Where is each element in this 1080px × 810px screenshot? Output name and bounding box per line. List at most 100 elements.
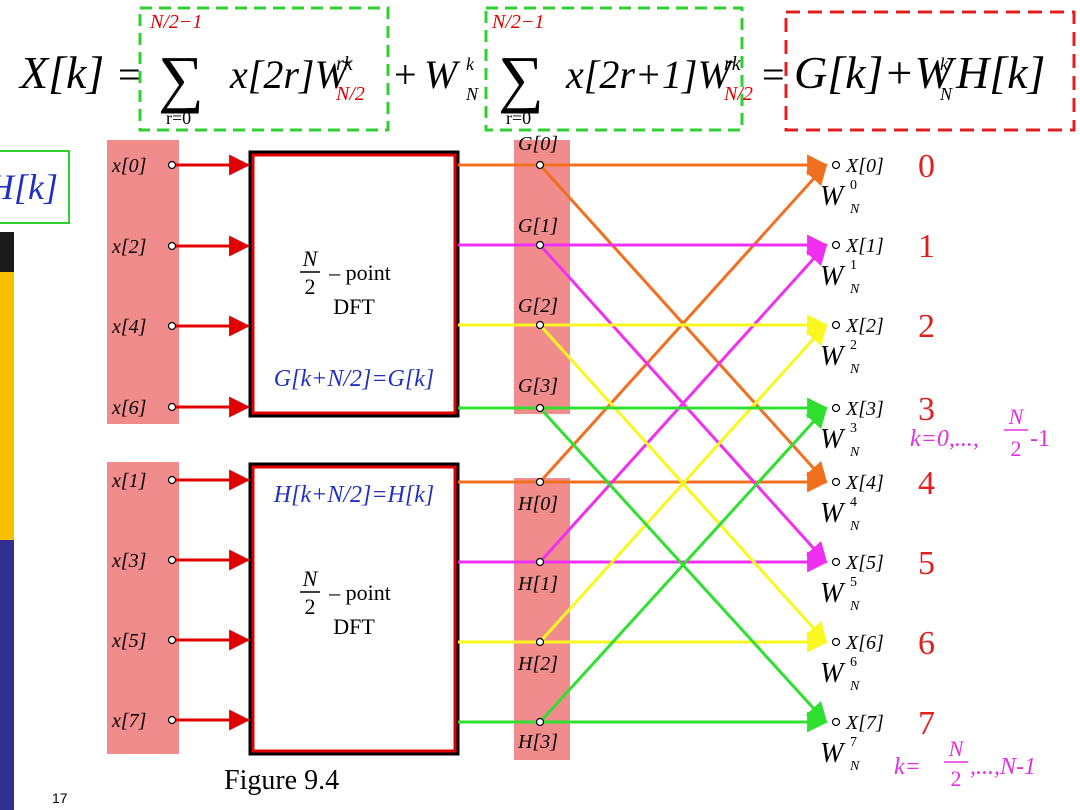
- dft-bottom-periodicity: H[k+N/2]=H[k]: [273, 482, 434, 508]
- input-odd-label: x[1]: [111, 470, 146, 492]
- h-label: H[1]: [517, 573, 558, 595]
- eq-term2-sub: N/2: [723, 83, 753, 105]
- input-odd-label: x[3]: [111, 550, 146, 572]
- flow-h-cross: [538, 406, 828, 724]
- twiddle-sup: 3: [850, 421, 857, 436]
- eq-twiddle-sub: N: [465, 84, 479, 104]
- eq-sum2-lower: r=0: [506, 108, 531, 128]
- twiddle-sub: N: [849, 282, 860, 297]
- dft-bottom-dft: DFT: [333, 614, 375, 639]
- side-bar-yellow: [0, 272, 14, 540]
- eq-twiddle-sup: k: [466, 54, 475, 74]
- range1-suffix: -1: [1030, 426, 1050, 452]
- input-band-odd: [107, 462, 179, 754]
- twiddle-sup: 5: [850, 575, 857, 590]
- input-even-label: x[2]: [111, 236, 146, 258]
- twiddle-base: W: [820, 181, 846, 212]
- g-node: [535, 320, 545, 330]
- eq-rhs-sup: k: [940, 54, 949, 74]
- dft-top-dft: DFT: [333, 294, 375, 319]
- output-label: X[1]: [845, 235, 884, 257]
- input-odd-node: [167, 555, 177, 565]
- output-label: X[6]: [845, 632, 884, 654]
- dft-top-frac-den: 2: [305, 274, 316, 299]
- g-label: G[3]: [518, 375, 558, 397]
- index-number: 0: [918, 148, 935, 185]
- output-label: X[3]: [845, 398, 884, 420]
- eq-equals-1: =: [118, 52, 141, 97]
- twiddle-sup: 2: [850, 338, 857, 353]
- output-label: X[2]: [845, 315, 884, 337]
- eq-sum1-sigma: ∑: [158, 43, 204, 114]
- twiddle-sub: N: [849, 679, 860, 694]
- h-label: H[0]: [517, 493, 558, 515]
- twiddle-sup: 1: [850, 258, 857, 273]
- output-label: X[4]: [845, 472, 884, 494]
- twiddle-base: W: [820, 498, 846, 529]
- input-odd-node: [167, 475, 177, 485]
- eq-sum2-upper: N/2−1: [491, 11, 544, 33]
- eq-term2-sup: rk: [724, 53, 742, 75]
- twiddle-sub: N: [849, 202, 860, 217]
- range2-prefix: k=: [894, 754, 921, 780]
- h-label: H[3]: [517, 731, 558, 753]
- h-node: [535, 637, 545, 647]
- figure-caption: Figure 9.4: [224, 765, 340, 796]
- dft-bottom-frac-den: 2: [305, 594, 316, 619]
- twiddle-base: W: [820, 738, 846, 769]
- output-node: [831, 160, 841, 170]
- twiddle-sup: 0: [850, 178, 857, 193]
- input-odd-node: [167, 715, 177, 725]
- eq-rhs-sub: N: [939, 84, 953, 104]
- input-even-label: x[6]: [111, 397, 146, 419]
- index-number: 4: [918, 465, 935, 502]
- twiddle-base: W: [820, 261, 846, 292]
- eq-rhs-tail: H[k]: [955, 47, 1045, 98]
- input-even-node: [167, 321, 177, 331]
- eq-box-result: [784, 10, 1076, 132]
- output-node: [831, 477, 841, 487]
- twiddle-sub: N: [849, 445, 860, 460]
- dft-bottom-frac-num: N: [302, 566, 319, 591]
- dft-box-bottom-inner: [251, 465, 457, 753]
- eq-plus: +: [394, 52, 417, 97]
- input-odd-label: x[5]: [111, 630, 146, 652]
- range2-num: N: [948, 736, 965, 761]
- twiddle-sub: N: [849, 759, 860, 774]
- output-node: [831, 403, 841, 413]
- eq-twiddle: W: [424, 52, 461, 97]
- g-node: [535, 403, 545, 413]
- output-node: [831, 320, 841, 330]
- dft-bottom-point: – point: [328, 580, 391, 605]
- eq-box-even: [138, 6, 390, 132]
- eq-equals-2: =: [762, 52, 785, 97]
- flow-h-cross: [538, 243, 828, 564]
- side-bar-black: [0, 232, 14, 272]
- g-node: [535, 240, 545, 250]
- output-label: X[7]: [845, 712, 884, 734]
- index-number: 6: [918, 625, 935, 662]
- flow-h-cross: [538, 323, 828, 644]
- g-label: G[2]: [518, 295, 558, 317]
- input-even-node: [167, 402, 177, 412]
- output-label: X[0]: [845, 155, 884, 177]
- eq-lhs: X[k]: [18, 47, 104, 98]
- h-label: H[2]: [517, 653, 558, 675]
- input-even-label: x[0]: [111, 155, 146, 177]
- slide-number: 17: [52, 790, 68, 806]
- twiddle-base: W: [820, 341, 846, 372]
- side-bar-navy: [0, 540, 14, 810]
- output-node: [831, 557, 841, 567]
- input-even-node: [167, 160, 177, 170]
- h-node: [535, 477, 545, 487]
- dft-top-periodicity: G[k+N/2]=G[k]: [274, 366, 434, 392]
- g-label: G[0]: [518, 133, 558, 155]
- eq-box-odd: [484, 6, 744, 132]
- eq-term1: x[2r]W: [229, 52, 351, 97]
- output-node: [831, 637, 841, 647]
- twiddle-sub: N: [849, 519, 860, 534]
- input-band-even: [107, 140, 179, 424]
- eq-sum2-sigma: ∑: [498, 43, 544, 114]
- twiddle-base: W: [820, 658, 846, 689]
